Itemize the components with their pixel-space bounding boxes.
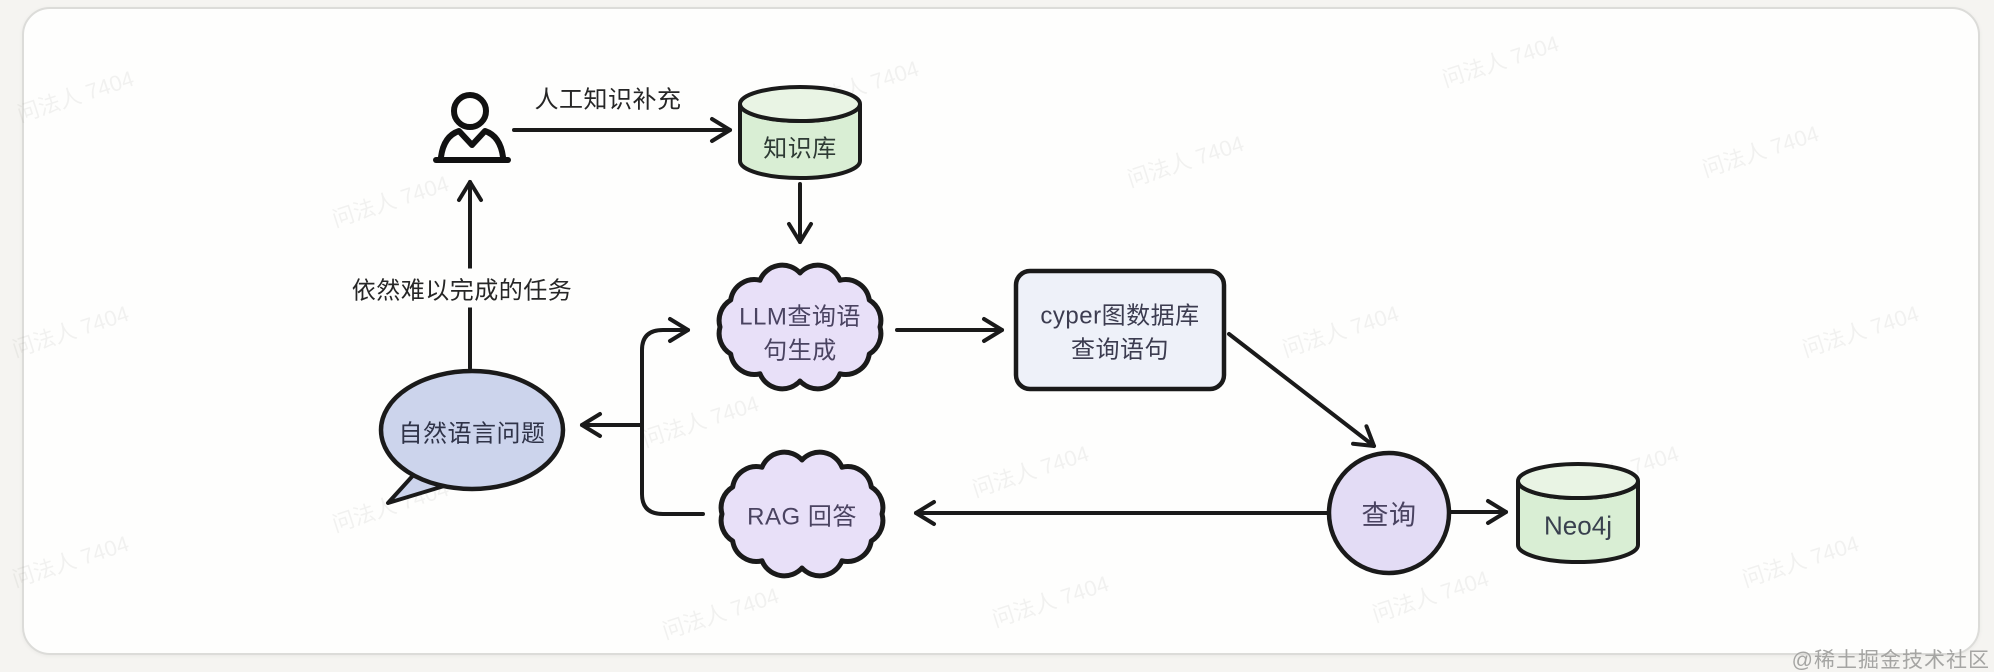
community-credit: @稀土掘金技术社区 — [1791, 649, 1990, 672]
label-manual-knowledge: 人工知识补充 — [534, 86, 682, 114]
cypher-box-label-line1: cyper图数据库 — [1040, 302, 1200, 330]
knowledge-base-cylinder — [738, 85, 862, 180]
llm-cloud — [716, 262, 884, 392]
rag-cloud — [718, 449, 886, 579]
query-circle — [1326, 450, 1452, 576]
question-bubble — [378, 368, 566, 505]
rag-cloud-label: RAG 回答 — [747, 503, 857, 531]
arrow-cypherbox-to-query — [1227, 332, 1376, 448]
knowledge-base-label: 知识库 — [763, 135, 837, 163]
cypher-statement-box — [1013, 268, 1227, 392]
connector-rag-branch-to-llm — [640, 317, 705, 516]
llm-cloud-label-line2: 句生成 — [763, 337, 837, 365]
query-circle-label: 查询 — [1361, 500, 1417, 531]
person-icon — [433, 92, 511, 163]
label-hard-task: 依然难以完成的任务 — [343, 268, 581, 308]
neo4j-cylinder — [1516, 462, 1640, 564]
neo4j-label: Neo4j — [1544, 510, 1612, 541]
llm-cloud-label-line1: LLM查询语 — [739, 303, 861, 331]
question-bubble-label: 自然语言问题 — [398, 420, 546, 448]
cypher-box-label-line2: 查询语句 — [1071, 336, 1169, 364]
